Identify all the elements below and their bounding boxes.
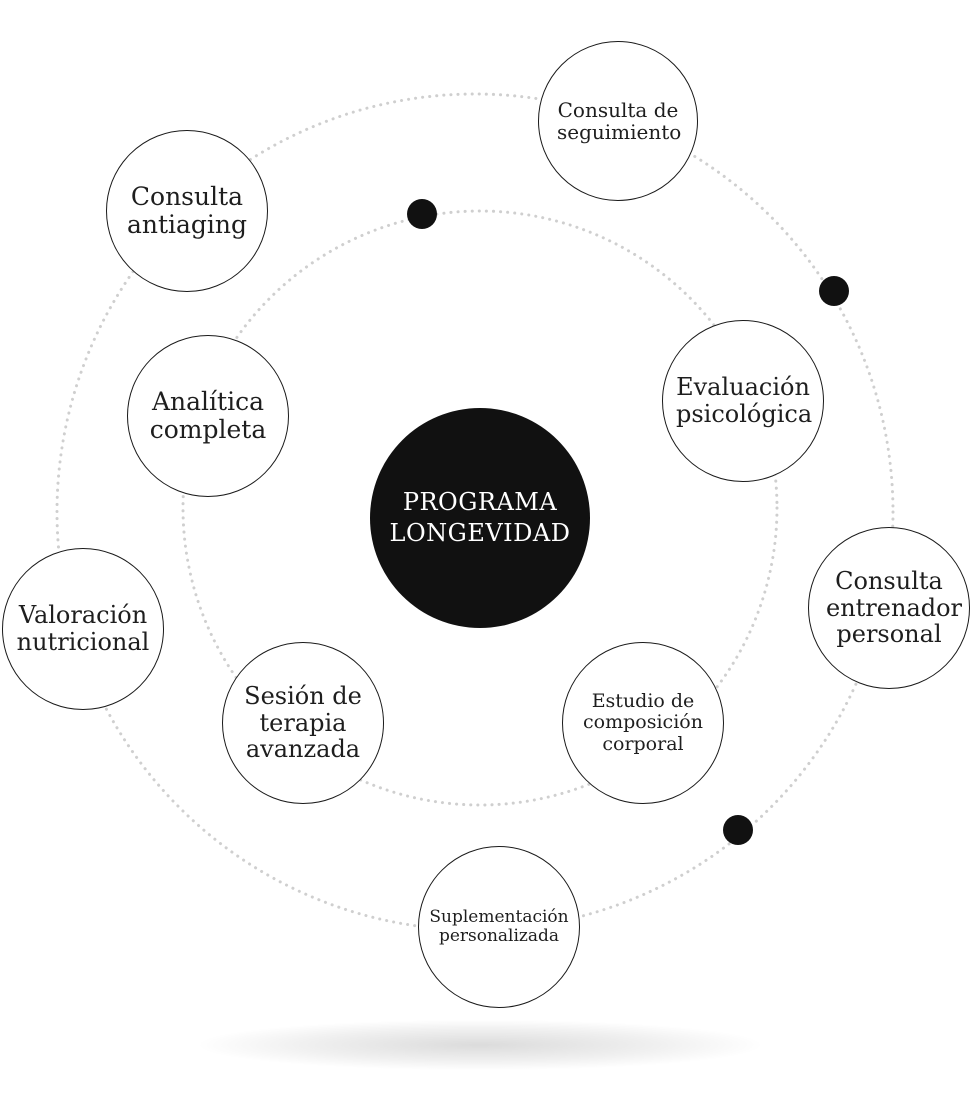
node-consulta-entrenador-label: Consulta entrenador personal [826, 566, 963, 649]
orbit-dot-outer-bottom-right [723, 815, 753, 845]
outer-orbit [55, 92, 895, 932]
node-consulta-entrenador-personal[interactable]: Consulta entrenador personal [808, 527, 970, 689]
orbit-dot-outer-right [819, 276, 849, 306]
node-valoracion-nutricional[interactable]: Valoración nutricional [2, 548, 164, 710]
node-consulta-seguimiento-label: Consulta de seguimiento [557, 97, 682, 144]
node-valoracion-nutricional-label: Valoración nutricional [16, 601, 150, 656]
node-sesion-terapia-label: Sesión de terapia avanzada [244, 681, 362, 764]
node-consulta-seguimiento[interactable]: Consulta de seguimiento [538, 41, 698, 201]
node-evaluacion-psicologica-label: Evaluación psicológica [676, 373, 813, 428]
center-title-line-1: PROGRAMA [402, 487, 558, 516]
node-analitica-completa-label: Analítica completa [149, 387, 267, 444]
node-evaluacion-psicologica[interactable]: Evaluación psicológica [662, 320, 824, 482]
node-suplementacion-label: Suplementación personalizada [429, 906, 569, 946]
programa-longevidad-center[interactable]: PROGRAMA LONGEVIDAD [370, 408, 590, 628]
node-estudio-composicion-label: Estudio de composición corporal [583, 690, 703, 755]
node-consulta-antiaging[interactable]: Consulta antiaging [106, 130, 268, 292]
node-suplementacion-personalizada[interactable]: Suplementación personalizada [418, 846, 580, 1008]
orbit-dot-inner-top [407, 199, 437, 229]
center-title-line-2: LONGEVIDAD [389, 519, 571, 547]
node-estudio-composicion-corporal[interactable]: Estudio de composición corporal [562, 642, 724, 804]
inner-orbit [181, 209, 779, 807]
node-consulta-antiaging-label: Consulta antiaging [126, 182, 248, 239]
ground-shadow [200, 1020, 760, 1070]
node-sesion-terapia-avanzada[interactable]: Sesión de terapia avanzada [222, 642, 384, 804]
node-analitica-completa[interactable]: Analítica completa [127, 335, 289, 497]
